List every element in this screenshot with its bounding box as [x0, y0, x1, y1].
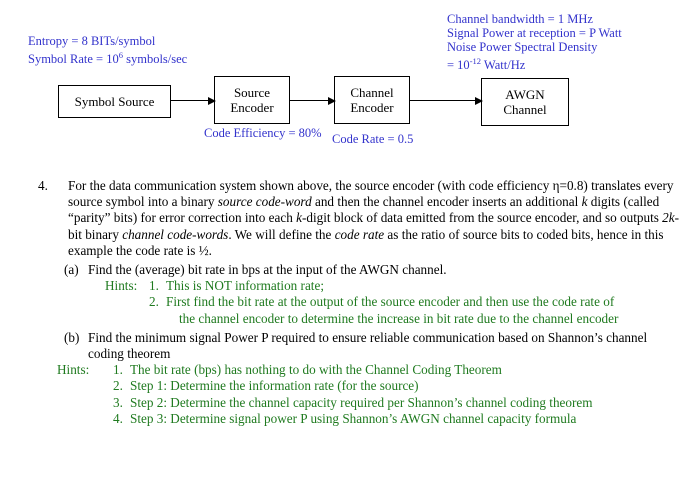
part-a-hint-1: 1. This is NOT information rate;: [149, 278, 680, 294]
stem-emphasis-3: k: [296, 210, 302, 226]
part-a-hints-label: Hints:: [105, 278, 138, 294]
question-part-a: (a) Find the (average) bit rate in bps a…: [0, 262, 700, 278]
arrow-source-encoder-to-channel-encoder: [290, 100, 335, 102]
channel-bandwidth-text: Channel bandwidth = 1 MHz: [447, 12, 593, 26]
part-b-text: Find the minimum signal Power P required…: [88, 329, 648, 362]
symbol-rate-text: Symbol Rate = 106 symbols/sec: [28, 48, 187, 66]
noise-psd-prefix: = 10: [447, 58, 470, 73]
stem-emphasis-1: source code-word: [217, 194, 312, 210]
block-awgn-channel-label: AWGN Channel: [503, 87, 546, 117]
part-b-hint-4: 4. Step 3: Determine signal power P usin…: [113, 411, 680, 427]
block-awgn-channel: AWGN Channel: [481, 78, 569, 126]
stem-emphasis-4: 2k: [662, 210, 675, 226]
block-source-encoder-line1: Source: [233, 85, 271, 100]
source-parameters-annotation: Entropy = 8 BITs/symbol Symbol Rate = 10…: [28, 34, 187, 66]
block-diagram: Entropy = 8 BITs/symbol Symbol Rate = 10…: [0, 0, 700, 170]
question-stem-row: 4. For the data communication system sho…: [0, 178, 700, 259]
part-b-hint-1-text: The bit rate (bps) has nothing to do wit…: [130, 362, 502, 378]
block-source-encoder: Source Encoder: [214, 76, 290, 124]
part-a-label: (a): [64, 262, 79, 278]
noise-psd-value: = 10-12 Watt/Hz: [447, 54, 622, 72]
block-channel-encoder: Channel Encoder: [334, 76, 410, 124]
noise-psd-exponent: -12: [469, 56, 482, 66]
stem-emphasis-6: code rate: [334, 226, 385, 242]
stem-emphasis-5: channel code-words: [122, 226, 229, 242]
part-a-hint-2: 2. First find the bit rate at the output…: [149, 294, 680, 310]
arrow-channel-encoder-to-awgn: [410, 100, 482, 102]
question-number: 4.: [38, 178, 48, 193]
block-channel-encoder-line1: Channel: [350, 85, 394, 100]
part-b-hint-4-text: Step 3: Determine signal power P using S…: [130, 410, 577, 426]
part-b-label: (b): [64, 329, 80, 345]
part-b-hint-2: 2. Step 1: Determine the information rat…: [113, 378, 680, 394]
block-symbol-source: Symbol Source: [58, 85, 171, 118]
block-awgn-channel-line1: AWGN: [505, 87, 545, 102]
question-part-b: (b) Find the minimum signal Power P requ…: [0, 330, 700, 362]
part-b-hints: Hints: 1. The bit rate (bps) has nothing…: [0, 362, 700, 427]
block-source-encoder-label: Source Encoder: [230, 85, 273, 115]
block-symbol-source-label: Symbol Source: [74, 94, 155, 109]
part-a-hints: Hints: 1. This is NOT information rate; …: [0, 278, 700, 327]
part-b-hint-3-number: 3.: [113, 394, 123, 410]
symbol-rate-prefix: Symbol Rate = 10: [28, 52, 119, 67]
part-a-hint-2-text: First find the bit rate at the output of…: [166, 294, 615, 310]
part-b-hints-label: Hints:: [57, 362, 90, 378]
part-a-hints-list: 1. This is NOT information rate; 2. Firs…: [149, 278, 700, 327]
part-b-hint-1-number: 1.: [113, 362, 123, 378]
arrow-source-to-source-encoder: [171, 100, 215, 102]
part-b-hint-2-number: 2.: [113, 378, 123, 394]
question-block: 4. For the data communication system sho…: [0, 178, 700, 427]
entropy-text: Entropy = 8 BITs/symbol: [28, 34, 156, 48]
stem-emphasis-2: k: [581, 194, 588, 210]
channel-parameters-annotation: Channel bandwidth = 1 MHz Signal Power a…: [447, 12, 622, 72]
part-b-hint-4-number: 4.: [113, 410, 123, 426]
part-a-hint-1-text: This is NOT information rate;: [166, 278, 324, 294]
part-a-hint-1-number: 1.: [149, 278, 159, 294]
stem-part-3: digits (called “parity” bits) for error …: [68, 194, 660, 226]
symbol-rate-suffix: symbols/sec: [122, 52, 188, 67]
block-channel-encoder-label: Channel Encoder: [350, 85, 393, 115]
part-a-hint-2-number: 2.: [149, 294, 159, 310]
stem-part-1: For the data communication system shown …: [68, 178, 674, 210]
part-b-hint-1: 1. The bit rate (bps) has nothing to do …: [113, 362, 680, 378]
stem-part-6: . We will define the: [228, 226, 335, 242]
stem-part-7: as the ratio of source bits to coded bit…: [68, 226, 664, 258]
part-b-hint-3: 3. Step 2: Determine the channel capacit…: [113, 395, 680, 411]
symbol-rate-exponent: 6: [118, 50, 123, 60]
signal-power-text: Signal Power at reception = P Watt: [447, 26, 622, 40]
block-channel-encoder-line2: Encoder: [350, 100, 394, 115]
stem-part-2: and then the channel encoder inserts an …: [311, 194, 582, 210]
part-a-text: Find the (average) bit rate in bps at th…: [88, 262, 447, 278]
block-awgn-channel-line2: Channel: [503, 102, 547, 117]
code-rate-annotation: Code Rate = 0.5: [332, 132, 414, 146]
part-b-hints-list: 1. The bit rate (bps) has nothing to do …: [113, 362, 700, 427]
code-efficiency-annotation: Code Efficiency = 80%: [204, 126, 322, 140]
question-stem: For the data communication system shown …: [68, 178, 700, 259]
block-source-encoder-line2: Encoder: [230, 100, 274, 115]
part-b-hint-2-text: Step 1: Determine the information rate (…: [130, 378, 419, 394]
stem-part-4: -digit block of data emitted from the so…: [301, 210, 663, 226]
stem-part-5: -bit binary: [68, 210, 680, 242]
noise-psd-suffix: Watt/Hz: [481, 58, 526, 73]
noise-psd-label: Noise Power Spectral Density: [447, 40, 598, 54]
part-b-hint-3-text: Step 2: Determine the channel capacity r…: [130, 394, 593, 410]
part-a-hint-2-continuation: the channel encoder to determine the inc…: [179, 310, 619, 326]
